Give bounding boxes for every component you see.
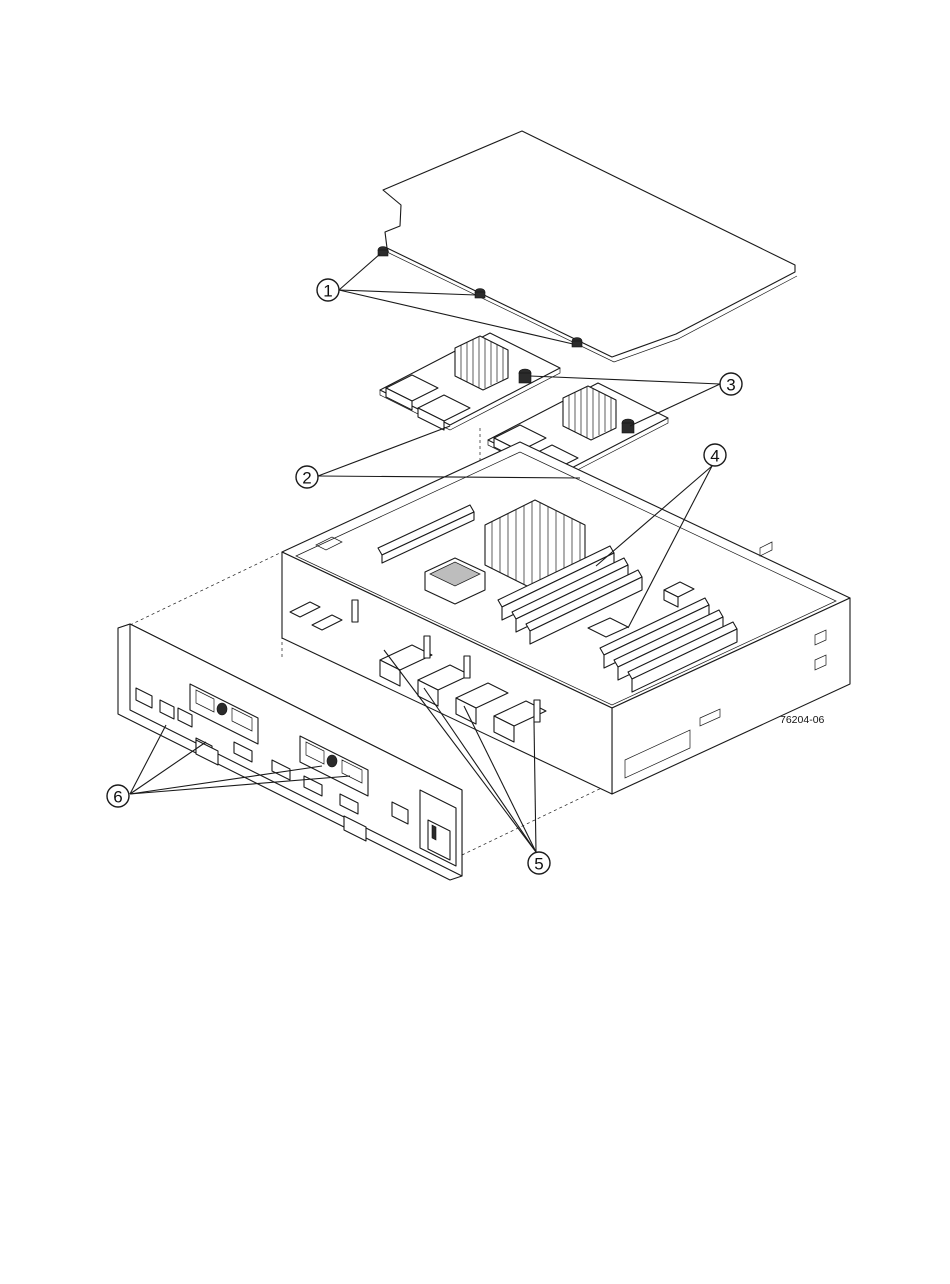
callout-number: 3 [726, 376, 735, 395]
controller-tray: 76204-06 [282, 442, 850, 794]
callout-number: 1 [323, 282, 332, 301]
callout-6: 6 [107, 785, 129, 807]
figure-id: 76204-06 [780, 714, 825, 726]
callout-number: 4 [710, 447, 719, 466]
callout-number: 6 [113, 788, 122, 807]
callout-1: 1 [317, 279, 339, 301]
captive-screw [475, 289, 485, 299]
host-interface-card [380, 333, 560, 430]
top-cover [378, 131, 797, 362]
captive-screw [572, 338, 582, 348]
retaining-screw [519, 369, 531, 383]
callout-number: 5 [534, 855, 543, 874]
callout-3: 3 [720, 373, 742, 395]
callout-number: 2 [302, 469, 311, 488]
retaining-screw [622, 419, 634, 433]
callout-2: 2 [296, 466, 318, 488]
callout-4: 4 [704, 444, 726, 466]
callout-5: 5 [528, 852, 550, 874]
